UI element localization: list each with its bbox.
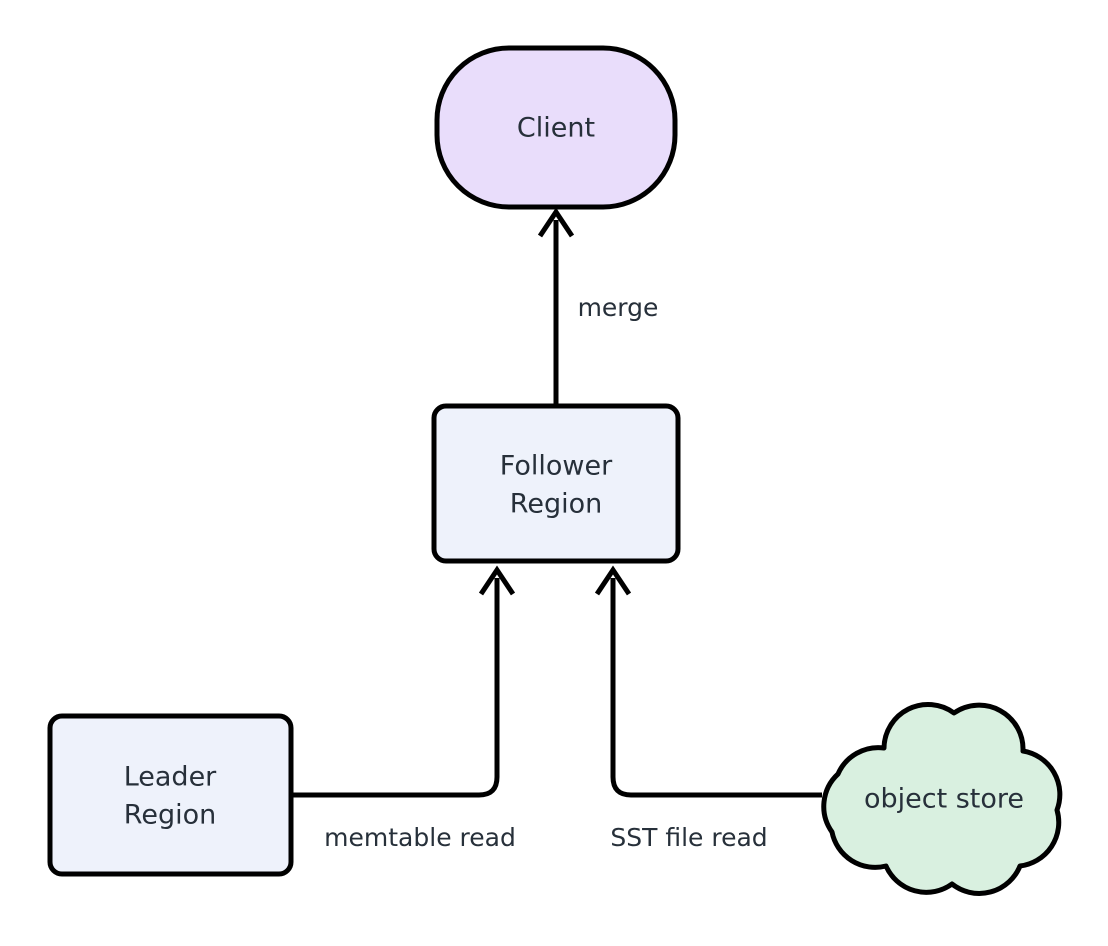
- edge-sst-file-read: SST file read: [594, 565, 822, 852]
- node-leader-region-shape[interactable]: [47, 713, 294, 877]
- edge-merge-arrowhead: [537, 207, 575, 238]
- node-object-store-label: object store: [864, 784, 1024, 815]
- edge-merge: merge: [537, 207, 659, 406]
- node-client-shape[interactable]: [434, 45, 678, 210]
- node-leader-region-label-line2: Region: [124, 800, 216, 831]
- node-client-label: Client: [517, 113, 595, 144]
- node-client[interactable]: Client: [434, 45, 678, 210]
- edge-label-sst-file-read: SST file read: [610, 823, 767, 852]
- edge-sst-file-read-arrowhead: [594, 565, 632, 596]
- edge-label-merge: merge: [578, 293, 659, 322]
- node-follower-region[interactable]: Follower Region: [431, 403, 681, 564]
- edge-memtable-read-line: [291, 578, 500, 798]
- node-follower-region-shape[interactable]: [431, 403, 681, 564]
- node-follower-region-label-line2: Region: [510, 489, 602, 520]
- node-follower-region-label-line1: Follower: [500, 451, 613, 482]
- node-object-store-shape[interactable]: [821, 702, 1063, 896]
- node-leader-region[interactable]: Leader Region: [47, 713, 294, 877]
- edge-sst-file-read-line: [610, 578, 822, 798]
- node-object-store[interactable]: object store: [821, 702, 1063, 896]
- edge-memtable-read-arrowhead: [478, 565, 516, 596]
- edge-label-memtable-read: memtable read: [324, 823, 516, 852]
- node-leader-region-label-line1: Leader: [124, 762, 217, 793]
- edge-memtable-read: memtable read: [291, 565, 516, 852]
